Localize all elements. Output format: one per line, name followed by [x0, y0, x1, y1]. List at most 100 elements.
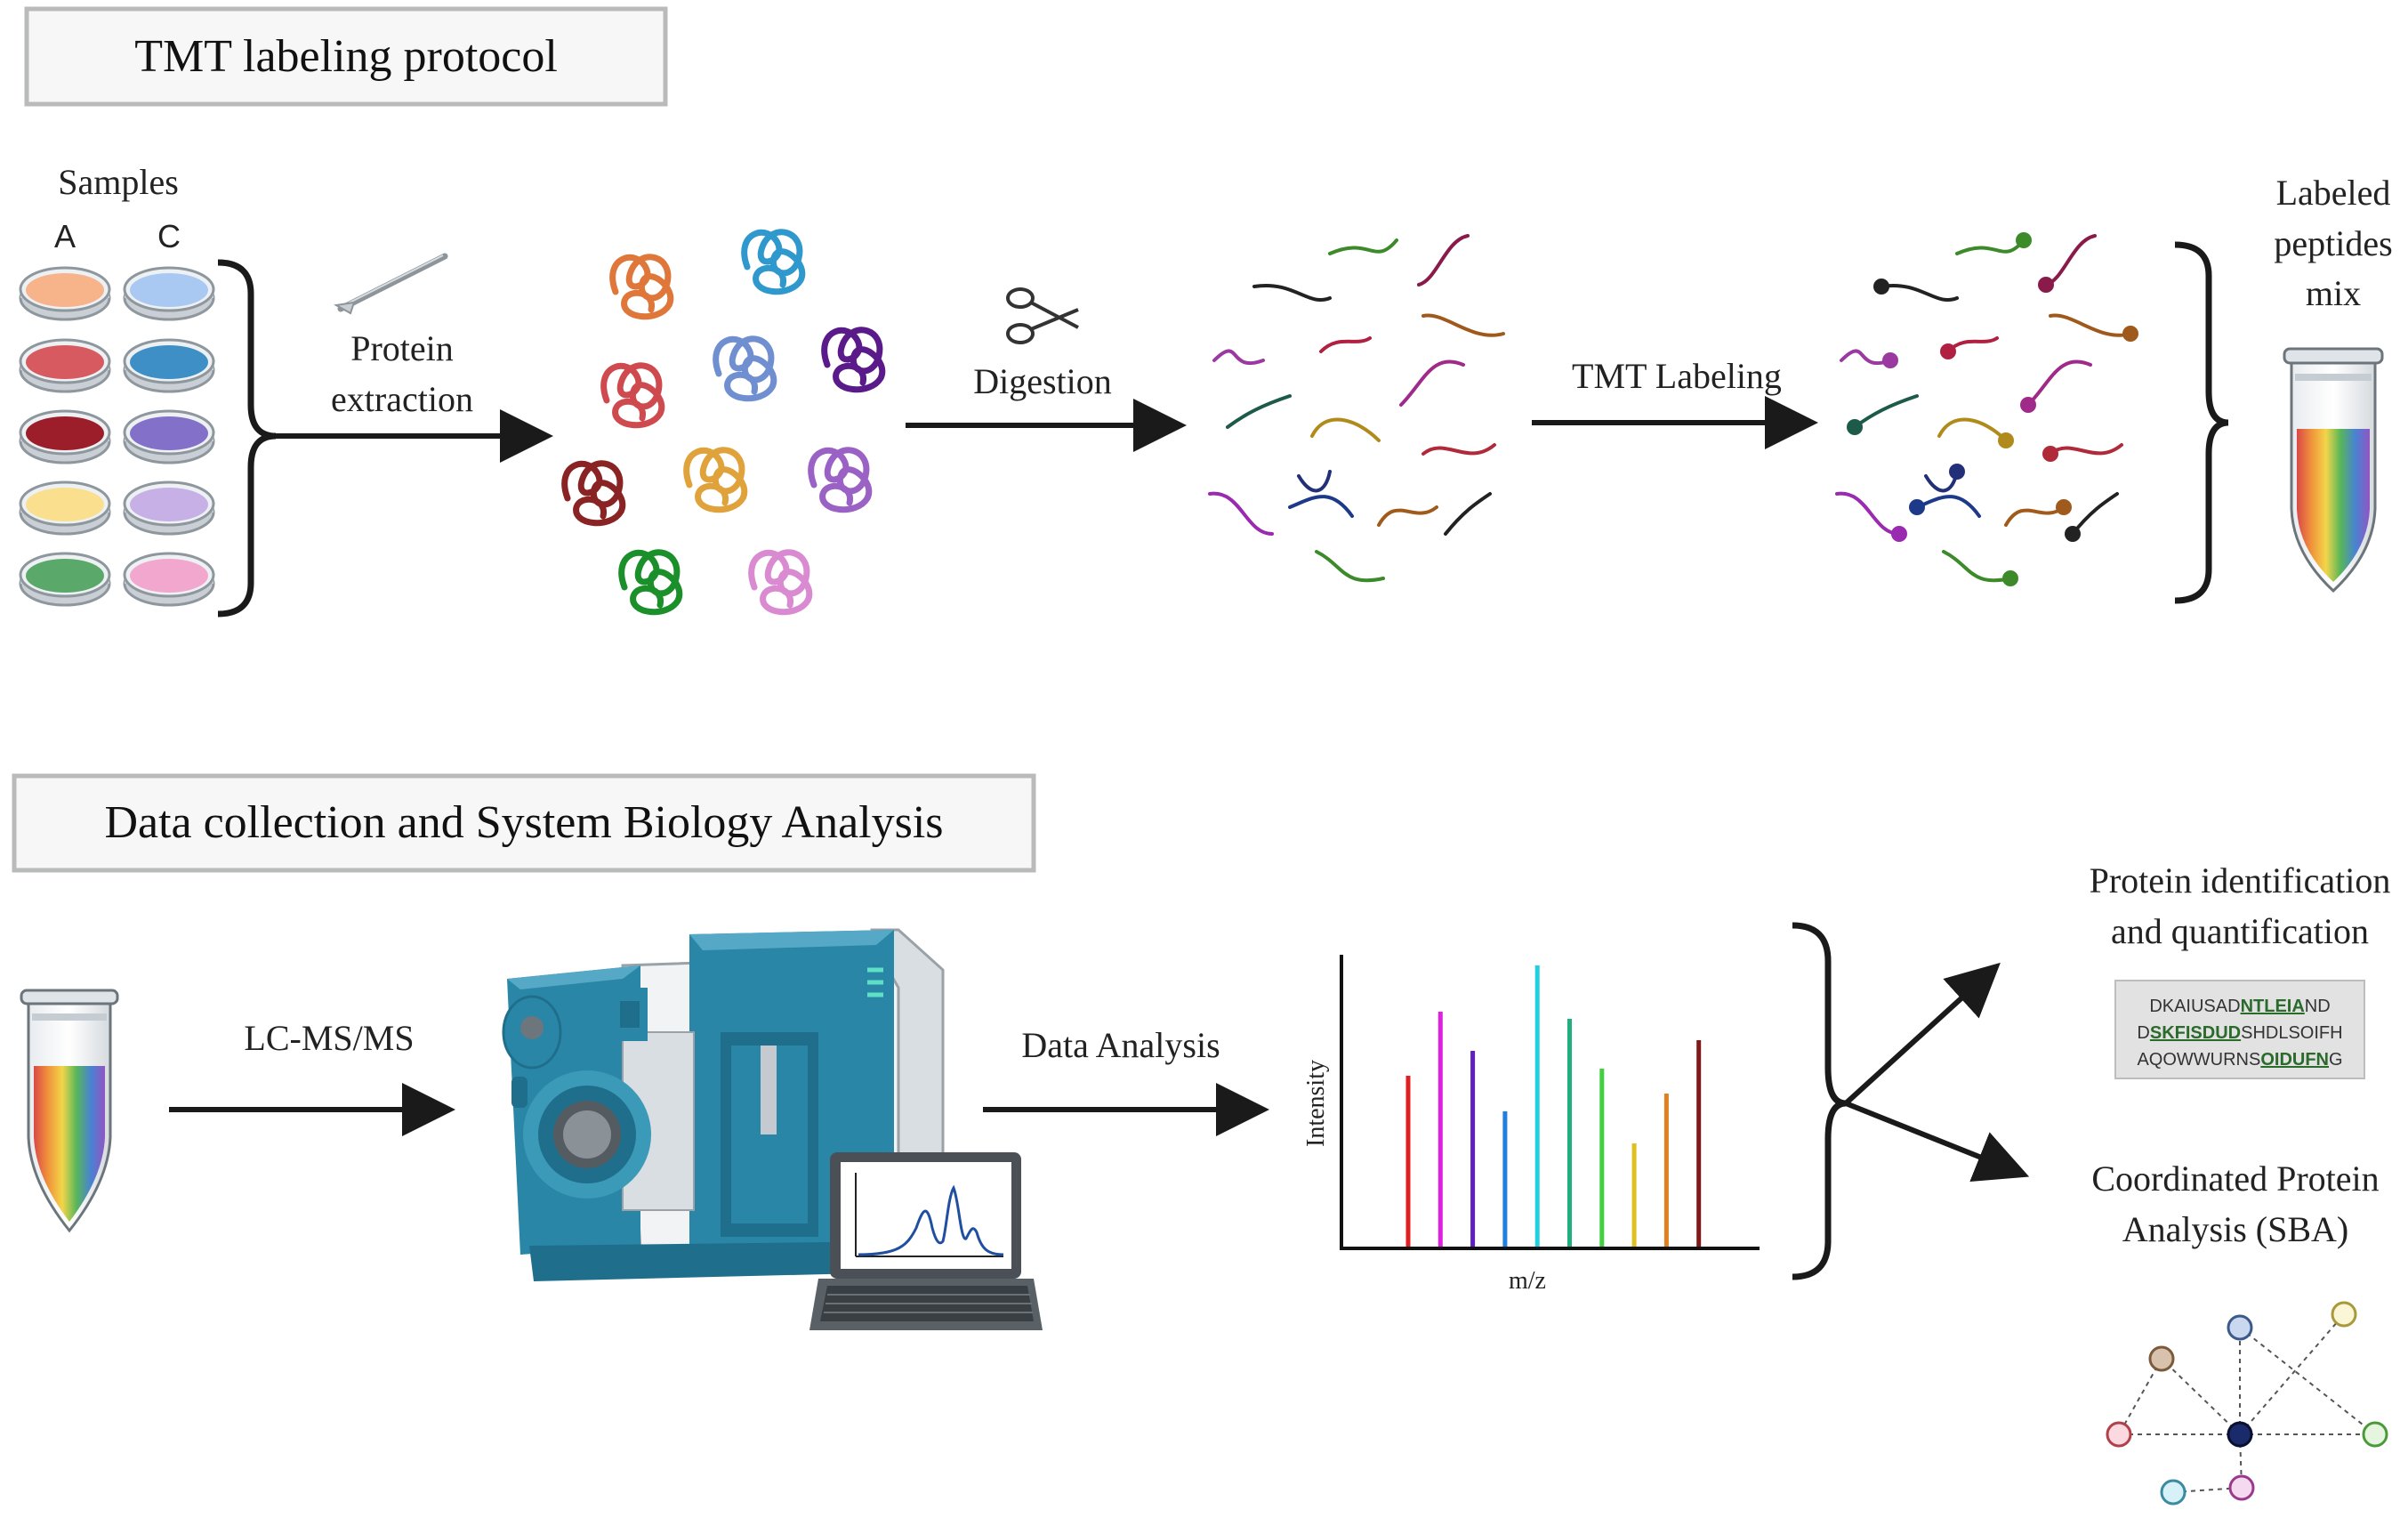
peptide-fragment — [1310, 417, 1381, 442]
protein-blob — [818, 324, 888, 395]
peptide-fragment — [1444, 492, 1492, 536]
labeled-bracket — [2174, 241, 2229, 604]
tube-icon-sample — [20, 989, 119, 1233]
section2-title-box: Data collection and System Biology Analy… — [12, 773, 1036, 873]
petri-dish — [19, 409, 111, 464]
petri-dish — [19, 552, 111, 607]
labeled-peptide — [1955, 232, 2032, 255]
petri-dish — [19, 266, 111, 321]
peptide-fragment — [1417, 234, 1470, 287]
sba-label-1: Coordinated Protein — [2091, 1159, 2379, 1199]
labeled-peptides-label-1: Labeled — [2276, 173, 2391, 213]
pipette-icon — [333, 253, 448, 315]
network-node — [2227, 1314, 2253, 1341]
protein-cluster — [559, 226, 888, 618]
protein-blob — [745, 546, 815, 618]
sba-label-2: Analysis (SBA) — [2122, 1209, 2348, 1249]
labeled-peptide — [1937, 417, 2014, 448]
identification-label-2: and quantification — [2111, 911, 2369, 951]
data-analysis-label: Data Analysis — [1021, 1025, 1220, 1065]
protein-extraction-label-2: extraction — [331, 379, 473, 419]
network-node — [2228, 1474, 2255, 1501]
labeled-peptides — [1835, 232, 2138, 586]
mass-spectrum-chart: Intensity m/z — [1302, 955, 1760, 1295]
protein-blob — [607, 251, 676, 322]
protein-network-graph — [2106, 1301, 2388, 1506]
network-node — [2331, 1301, 2357, 1328]
protein-blob — [805, 444, 874, 515]
labeled-peptide — [1909, 495, 1981, 518]
labeled-peptide — [1942, 550, 2018, 586]
tmt-labeling-label: TMT Labeling — [1572, 356, 1782, 396]
petri-dish — [19, 338, 111, 393]
section1-title: TMT labeling protocol — [134, 31, 558, 82]
network-node — [2362, 1421, 2388, 1448]
samples-bracket — [217, 259, 277, 618]
labeled-peptide — [1924, 464, 1965, 493]
labeled-peptide — [2049, 313, 2138, 342]
protein-blob — [598, 359, 667, 431]
peptide-fragment — [1328, 238, 1398, 255]
labeled-peptide — [2065, 492, 2119, 542]
spectrum-ylabel: Intensity — [1302, 1060, 1330, 1147]
labeled-peptide — [2020, 359, 2092, 413]
sequence-line-1: DKAIUSADNTLEIAND — [2149, 997, 2330, 1016]
peptide-fragment — [1212, 349, 1265, 366]
arrow-to-identification — [1843, 962, 2001, 1106]
peptide-fragment — [1252, 283, 1332, 302]
results-bracket — [1792, 922, 1847, 1280]
peptide-fragment — [1421, 443, 1496, 456]
protein-blob — [738, 226, 808, 297]
petri-dish — [123, 338, 215, 393]
petri-dish — [19, 480, 111, 536]
labeled-peptide — [1940, 336, 1999, 359]
labeled-peptide — [1840, 349, 1898, 368]
column-c-label: C — [157, 218, 181, 254]
protein-blob — [616, 546, 685, 618]
peptide-fragment — [1421, 313, 1505, 337]
samples-label: Samples — [58, 162, 179, 202]
spectrum-xlabel: m/z — [1509, 1267, 1546, 1295]
petri-dish — [123, 552, 215, 607]
labeled-peptide — [1873, 279, 1959, 302]
section1-title-box: TMT labeling protocol — [24, 6, 668, 107]
tube-icon-labeled — [2283, 347, 2384, 593]
sequence-box: DKAIUSADNTLEIAND DSKFISDUDSHDLSOIFH AQOW… — [2114, 980, 2365, 1079]
peptide-fragment — [1399, 359, 1465, 407]
labeled-peptides-label-3: mix — [2306, 273, 2361, 313]
sequence-line-2: DSKFISDUDSHDLSOIFH — [2137, 1023, 2342, 1043]
protein-extraction-label-1: Protein — [350, 328, 454, 368]
labeled-peptides-label-2: peptides — [2274, 223, 2392, 263]
peptide-fragment — [1319, 336, 1372, 353]
identification-label-1: Protein identification — [2090, 860, 2391, 900]
laptop-icon — [809, 1152, 1043, 1330]
network-node — [2160, 1479, 2187, 1506]
protein-blob — [681, 444, 750, 515]
sequence-line-3: AQOWWURNSOIDUFNG — [2137, 1050, 2342, 1070]
peptide-fragment — [1288, 495, 1354, 518]
labeled-peptide — [1847, 394, 1919, 435]
peptide-fragment — [1226, 394, 1292, 429]
labeled-peptide — [2004, 499, 2072, 527]
petri-dish — [123, 266, 215, 321]
network-hub-node — [2227, 1421, 2253, 1448]
lcms-label: LC-MS/MS — [244, 1018, 414, 1058]
peptide-fragment — [1315, 550, 1385, 583]
petri-dish-grid — [19, 266, 215, 607]
network-node — [2106, 1421, 2132, 1448]
petri-dish — [123, 480, 215, 536]
peptide-fragment — [1377, 505, 1438, 527]
scissors-icon — [1006, 287, 1079, 344]
labeled-peptide — [2042, 443, 2123, 462]
peptide-fragment — [1297, 470, 1332, 493]
section2-title: Data collection and System Biology Analy… — [104, 797, 943, 848]
peptide-fragment — [1208, 491, 1274, 536]
spectrum-peaks — [1405, 965, 1702, 1247]
peptide-fragments — [1208, 234, 1505, 583]
labeled-peptide — [2038, 234, 2097, 293]
protein-blob — [559, 457, 628, 529]
petri-dish — [123, 409, 215, 464]
network-node — [2148, 1345, 2175, 1372]
labeled-peptide — [1835, 491, 1907, 542]
